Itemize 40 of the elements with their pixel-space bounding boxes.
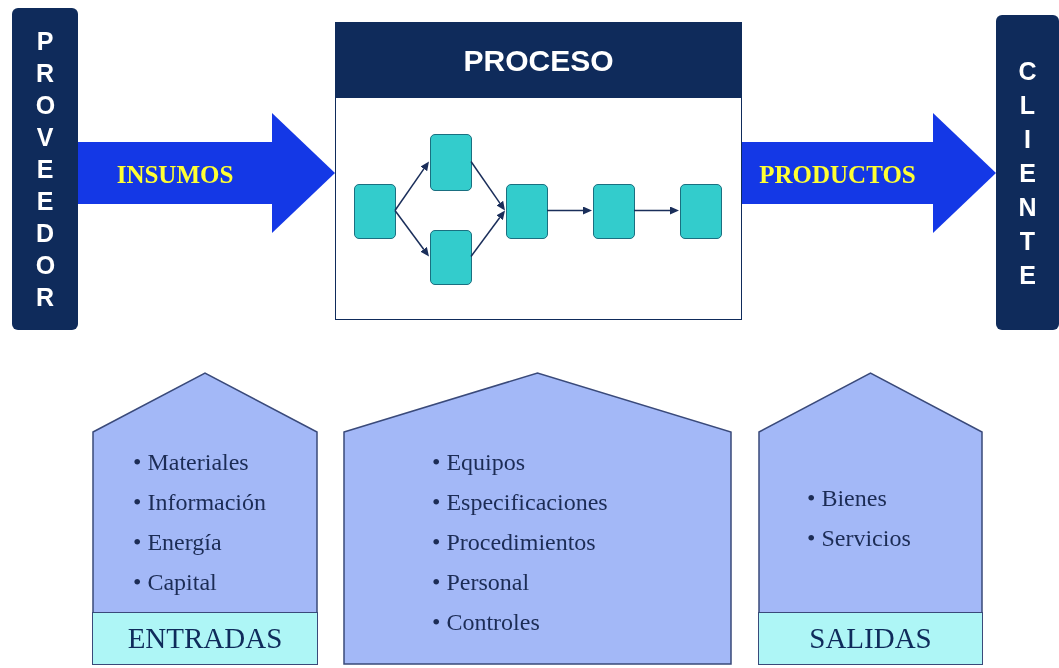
bullet-item: • Servicios — [807, 524, 912, 553]
label-band — [92, 612, 318, 665]
panel-header: PROCESO — [336, 23, 741, 98]
process-step-box — [430, 230, 472, 285]
bullet-item: • Equipos — [432, 448, 527, 477]
process-step-box — [593, 184, 635, 239]
band-label: SALIDAS — [809, 622, 932, 655]
label-band — [758, 612, 983, 665]
vertical-label: PROVEEDOR — [35, 26, 55, 313]
edge-label: INSUMOS — [116, 161, 234, 189]
process-step-box — [354, 184, 396, 239]
pentagon-panel — [92, 372, 318, 665]
process-step-box — [506, 184, 548, 239]
block-arrow — [78, 113, 335, 233]
vertical-label: CLIENTE — [1018, 55, 1037, 291]
vertical-label-bar — [12, 8, 78, 330]
process-panel — [335, 22, 742, 320]
bullet-item: • Bienes — [807, 484, 888, 513]
block-arrow — [742, 113, 996, 233]
arrow — [546, 206, 592, 215]
arrow — [470, 210, 505, 258]
arrow — [394, 161, 429, 212]
edge-label: PRODUCTOS — [759, 161, 916, 189]
arrow — [633, 206, 679, 215]
arrow — [470, 160, 505, 211]
pentagon-panel — [343, 372, 732, 665]
process-step-box — [430, 134, 472, 191]
bullet-item: • Procedimientos — [432, 528, 597, 557]
arrow — [394, 209, 429, 257]
bullet-item: • Materiales — [133, 448, 250, 477]
band-label: ENTRADAS — [127, 622, 283, 655]
bullet-item: • Información — [133, 488, 268, 517]
vertical-label-bar — [996, 15, 1059, 330]
pentagon-panel — [758, 372, 983, 665]
process-step-box — [680, 184, 722, 239]
bullet-item: • Capital — [133, 568, 218, 597]
bullet-item: • Controles — [432, 608, 541, 637]
bullet-item: • Especificaciones — [432, 488, 609, 517]
bullet-item: • Energía — [133, 528, 223, 557]
bullet-item: • Personal — [432, 568, 531, 597]
